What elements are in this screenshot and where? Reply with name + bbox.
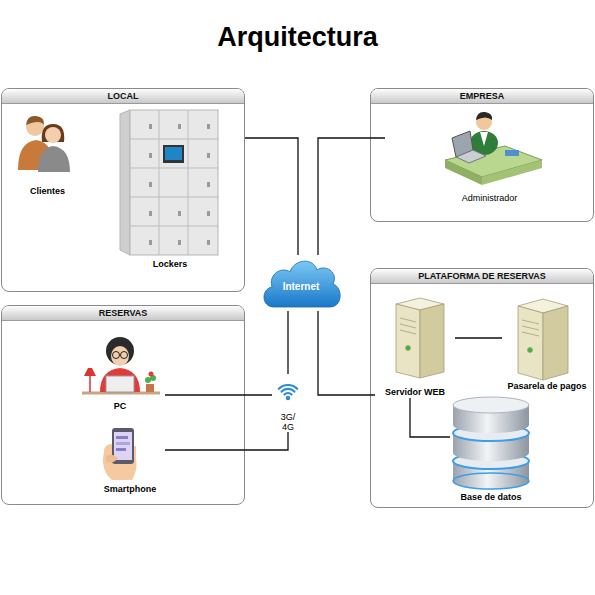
- server-led: [528, 348, 533, 353]
- laptop: [106, 376, 134, 392]
- group-heading: EMPRESA: [371, 89, 593, 104]
- node-label: Base de datos: [460, 492, 521, 503]
- database-icon: [453, 397, 529, 489]
- group-heading: RESERVAS: [2, 306, 244, 321]
- locker-grid-line: [130, 139, 218, 140]
- desk-paper: [505, 150, 519, 156]
- locker-grid-line: [130, 197, 218, 198]
- node-label: 3G/ 4G: [276, 412, 300, 432]
- laptop-base: [456, 150, 486, 163]
- db-disk-bottom: [453, 417, 529, 433]
- locker-handle: [207, 240, 210, 245]
- locker-screen: [165, 147, 182, 160]
- node-label: Clientes: [30, 186, 65, 197]
- cloud-outline: [264, 261, 340, 307]
- wifi-dot: [286, 396, 290, 400]
- db-disk-bottom: [453, 473, 529, 489]
- phone-line: [116, 442, 130, 445]
- server-side: [420, 304, 444, 378]
- locker-handle: [207, 211, 210, 216]
- person-hair: [106, 337, 134, 365]
- locker-handle: [149, 211, 152, 216]
- plant-flower: [149, 372, 154, 377]
- phone-screen: [114, 432, 132, 460]
- lockers-icon: [120, 110, 218, 255]
- locker-handle: [178, 124, 181, 129]
- locker-grid-line: [188, 110, 189, 255]
- node-label: Lockers: [153, 259, 188, 270]
- shirt: [480, 132, 488, 146]
- locker-handle: [178, 211, 181, 216]
- connector-line: [318, 311, 375, 395]
- group-heading: PLATAFORMA DE RESERVAS: [371, 269, 593, 284]
- locker-handle: [149, 240, 152, 245]
- server-slot: [522, 332, 539, 336]
- locker-handle: [149, 153, 152, 158]
- server-slot: [400, 324, 416, 328]
- server-led: [406, 346, 411, 351]
- lamp-stand: [89, 374, 91, 392]
- locker-handle: [178, 240, 181, 245]
- node-label: Internet: [283, 281, 320, 292]
- phone-line: [116, 448, 126, 451]
- connector-line: [287, 311, 288, 374]
- server-icon: [396, 298, 444, 378]
- node-label: PC: [114, 401, 127, 412]
- locker-handle: [149, 182, 152, 187]
- wifi-arc: [279, 385, 297, 389]
- locker-handle: [207, 153, 210, 158]
- server-slot: [522, 326, 539, 330]
- node-label: Servidor WEB: [385, 387, 445, 398]
- glasses: [121, 352, 128, 359]
- server-slot: [400, 318, 416, 322]
- phone-line: [116, 436, 128, 439]
- server-icon: [518, 299, 568, 380]
- server-side: [543, 306, 568, 380]
- person-face: [111, 346, 129, 366]
- node-label: Pasarela de pagos: [507, 381, 586, 392]
- thumb: [106, 454, 118, 462]
- wifi-symbol: [279, 385, 297, 400]
- server-front: [396, 304, 420, 378]
- diagram-title: Arquitectura: [0, 22, 595, 53]
- node-label: Smartphone: [104, 484, 157, 495]
- locker-front: [130, 110, 218, 255]
- locker-grid-line: [130, 168, 218, 169]
- connector-line: [245, 138, 298, 255]
- locker-grid-line: [130, 226, 218, 227]
- cloud-node: Internet: [260, 255, 342, 311]
- network-node: 3G/ 4G: [272, 374, 304, 432]
- person-head: [45, 127, 61, 143]
- locker-grid-line: [159, 110, 160, 255]
- glasses: [113, 352, 120, 359]
- wifi-arc: [285, 393, 292, 394]
- db-disk-bottom: [453, 445, 529, 461]
- server-slot: [400, 330, 416, 334]
- locker-handle: [207, 124, 210, 129]
- locker-side: [120, 110, 130, 255]
- locker-screen-frame: [163, 145, 184, 163]
- plant-pot: [146, 384, 154, 392]
- wifi-arc: [282, 389, 295, 392]
- server-front: [518, 306, 543, 380]
- locker-handle: [149, 124, 152, 129]
- locker-handle: [207, 182, 210, 187]
- server-slot: [522, 320, 539, 324]
- node-label: Administrador: [462, 193, 518, 204]
- db-disk-top: [453, 397, 529, 413]
- group-heading: LOCAL: [2, 89, 244, 104]
